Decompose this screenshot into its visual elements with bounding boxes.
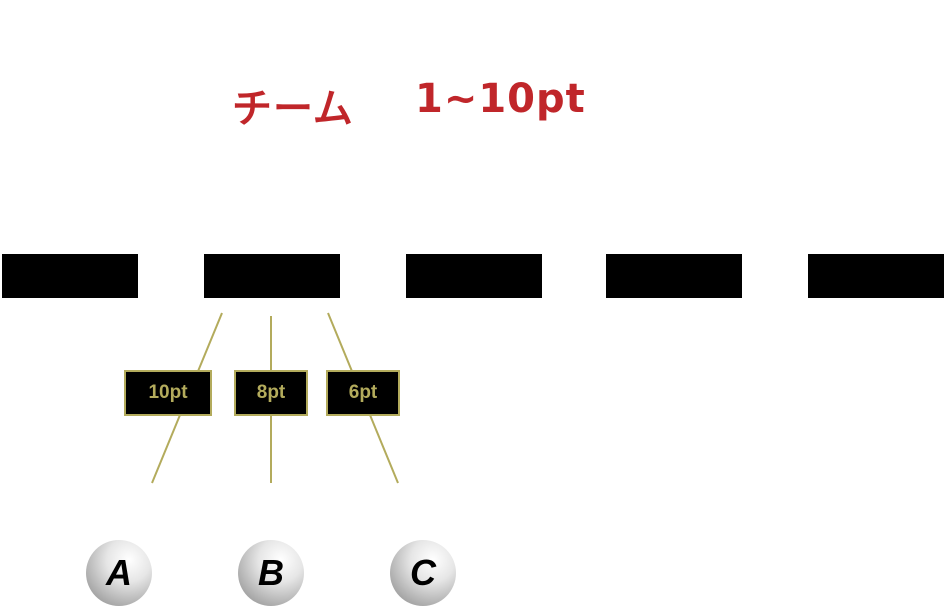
team-bar-2 xyxy=(204,254,340,298)
points-label-a: 10pt xyxy=(124,370,212,416)
points-label-c: 6pt xyxy=(326,370,400,416)
player-a: A xyxy=(86,540,152,606)
team-bar-3 xyxy=(406,254,542,298)
team-bar-4 xyxy=(606,254,742,298)
title-team: チーム xyxy=(232,86,354,132)
points-label-b: 8pt xyxy=(234,370,308,416)
team-bar-5 xyxy=(808,254,944,298)
title-range: 1~10pt xyxy=(415,76,586,122)
player-c: C xyxy=(390,540,456,606)
team-bar-1 xyxy=(2,254,138,298)
player-b: B xyxy=(238,540,304,606)
